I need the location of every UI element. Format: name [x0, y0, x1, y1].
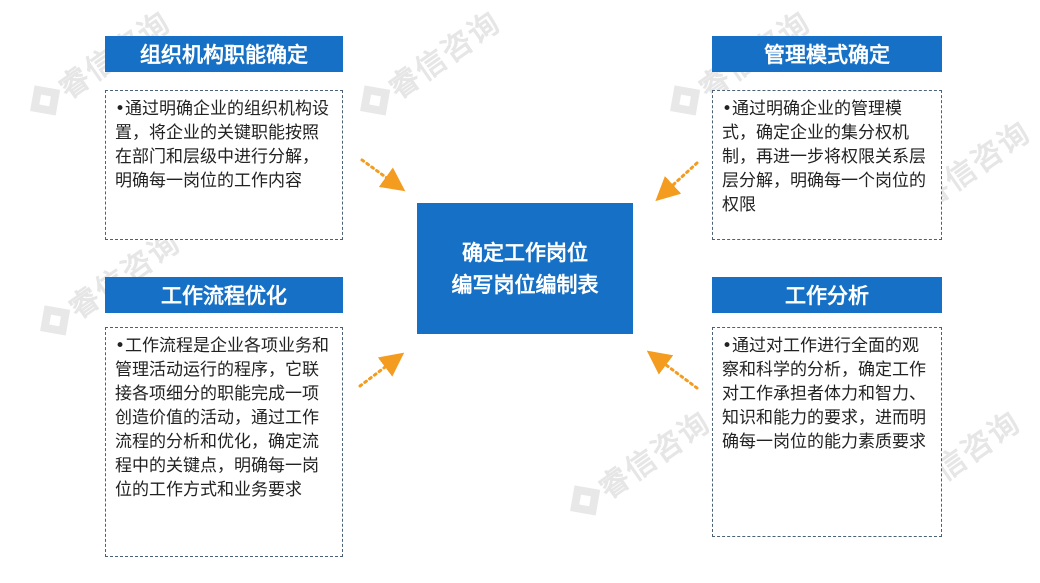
- arrow-bottom-left: [358, 352, 405, 388]
- center-box: 确定工作岗位 编写岗位编制表: [417, 203, 633, 334]
- box-title-org-function: 组织机构职能确定: [105, 36, 343, 72]
- box-title-label: 工作流程优化: [161, 284, 287, 308]
- center-line-2: 编写岗位编制表: [451, 272, 599, 297]
- center-line-1: 确定工作岗位: [462, 240, 588, 265]
- box-text: •通过明确企业的管理模式，确定企业的集分权机制，再进一步将权限关系层层分解，明确…: [722, 99, 926, 215]
- box-text: •工作流程是企业各项业务和管理活动运行的程序，它联接各项细分的职能完成一项创造价…: [115, 336, 330, 500]
- box-title-job-analysis: 工作分析: [712, 277, 942, 313]
- box-title-workflow: 工作流程优化: [105, 277, 343, 313]
- box-text: •通过明确企业的组织机构设置，将企业的关键职能按照在部门和层级中进行分解，明确每…: [115, 99, 330, 191]
- arrow-top-right: [655, 161, 699, 202]
- box-text-workflow: •工作流程是企业各项业务和管理活动运行的程序，它联接各项细分的职能完成一项创造价…: [105, 327, 343, 557]
- box-text-org-function: •通过明确企业的组织机构设置，将企业的关键职能按照在部门和层级中进行分解，明确每…: [105, 90, 343, 240]
- box-title-label: 工作分析: [785, 284, 869, 308]
- box-text: •通过对工作进行全面的观察和科学的分析，确定工作对工作承担者体力和智力、知识和能…: [722, 336, 926, 452]
- arrow-top-left: [360, 158, 406, 192]
- arrow-bottom-right: [646, 350, 699, 390]
- box-title-label: 管理模式确定: [764, 43, 890, 67]
- box-title-label: 组织机构职能确定: [140, 43, 308, 67]
- box-text-job-analysis: •通过对工作进行全面的观察和科学的分析，确定工作对工作承担者体力和智力、知识和能…: [712, 327, 942, 537]
- box-text-management-mode: •通过明确企业的管理模式，确定企业的集分权机制，再进一步将权限关系层层分解，明确…: [712, 90, 942, 240]
- box-title-management-mode: 管理模式确定: [712, 36, 942, 72]
